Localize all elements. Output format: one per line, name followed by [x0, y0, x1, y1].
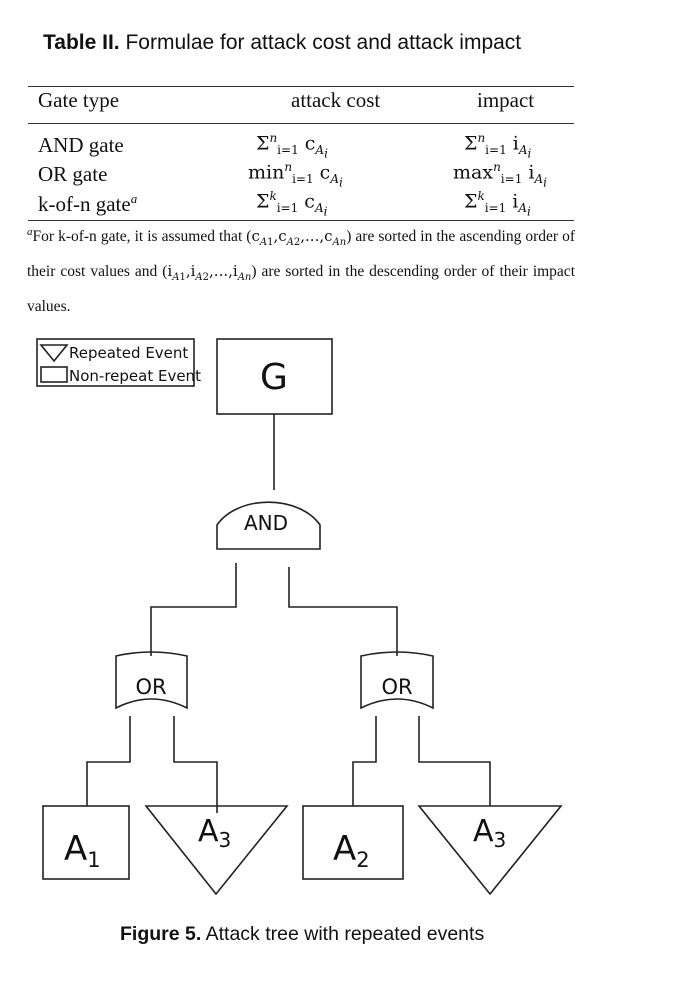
and-to-left-or-edge [150, 563, 237, 656]
row-or-gate-label: OR gate [38, 162, 108, 186]
left-or-to-a1-edge [86, 716, 131, 806]
table-bottom-rule [28, 220, 574, 221]
leaf-a1-label: A1 [64, 829, 101, 872]
table-caption-label: Table II. [43, 31, 120, 54]
table-caption: Table II. Formulae for attack cost and a… [43, 31, 521, 55]
header-gate-type: Gate type [38, 88, 120, 112]
header-attack-cost: attack cost [291, 88, 381, 112]
right-or-gate-label: OR [381, 675, 412, 699]
leaf-a3-right-triangle [417, 805, 563, 896]
left-or-to-a3-edge [173, 716, 218, 813]
row-k-of-n-gate-label: k-of-n gatea [38, 191, 138, 216]
left-or-gate-label: OR [135, 675, 166, 699]
leaf-a3-right-label: A3 [473, 814, 506, 852]
figure-caption-label: Figure 5. [120, 923, 202, 945]
and-gate-shape [216, 501, 321, 550]
impact-formula-k-of-n: Σki=1 iAi [464, 189, 531, 219]
cost-formula-k-of-n: Σki=1 cAi [256, 189, 328, 219]
legend-repeated-label: Repeated Event [69, 344, 188, 362]
table-header-rule [28, 123, 574, 124]
leaf-a2-label: A2 [333, 829, 370, 872]
table-caption-text: Formulae for attack cost and attack impa… [119, 31, 522, 54]
root-node-label: G [260, 357, 288, 398]
row-and-gate-label: AND gate [38, 133, 124, 157]
legend-rectangle-icon [40, 366, 68, 383]
impact-formula-and: Σni=1 iAi [464, 131, 532, 161]
leaf-a2-box [302, 805, 404, 880]
figure-caption: Figure 5. Attack tree with repeated even… [120, 923, 484, 946]
and-to-right-or-edge [288, 567, 398, 656]
right-or-to-a2-edge [352, 716, 377, 806]
leaf-a3-left-triangle [144, 805, 289, 896]
table-top-rule [28, 86, 574, 87]
legend-box [36, 338, 195, 387]
and-gate-label: AND [244, 511, 288, 535]
legend-triangle-icon [39, 344, 69, 363]
impact-formula-or: maxni=1 iAi [453, 160, 547, 190]
table-footnote: aFor k-of-n gate, it is assumed that (cA… [27, 226, 575, 316]
legend-nonrepeat-label: Non-repeat Event [69, 367, 201, 385]
right-or-gate-shape [360, 651, 434, 710]
cost-formula-or: minni=1 cAi [248, 160, 343, 190]
header-impact: impact [477, 88, 535, 112]
right-or-to-a3-edge [418, 716, 491, 806]
leaf-a3-left-label: A3 [198, 814, 231, 852]
cost-formula-and: Σni=1 cAi [256, 131, 328, 161]
figure-caption-text: Attack tree with repeated events [201, 923, 485, 945]
leaf-a1-box [42, 805, 130, 880]
left-or-gate-shape [115, 651, 188, 710]
